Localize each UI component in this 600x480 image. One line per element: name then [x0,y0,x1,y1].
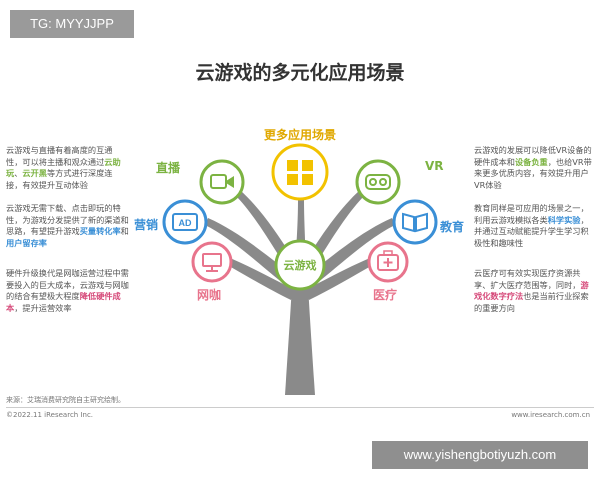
node-label-internet-cafe: 网咖 [197,288,222,302]
medical-kit-icon [377,250,399,271]
computer-icon [202,253,222,272]
center-label: 云游戏 [283,259,317,272]
left-icon-1-circle [199,159,245,205]
left-text-livestream: 云游戏与直播有着高度的互通性，可以将主播和观众通过云助玩、云开黑等方式进行深度连… [6,145,121,190]
book-icon [402,212,428,233]
branch-left-2 [205,218,296,290]
left-text-internet-cafe: 硬件升级换代是网咖运营过程中需要投入的巨大成本，云游戏与网咖的结合有望极大程度降… [6,268,129,313]
ad-icon: AD [172,213,198,231]
left-text-marketing: 云游戏无需下载、点击即玩的特性，为游戏分发提供了新的渠道和思路，有望提升游戏买量… [6,203,129,248]
top-icon-circle [271,143,329,201]
page-title: 云游戏的多元化应用场景 [195,62,405,84]
apps-grid-icon [287,160,313,185]
right-icon-1-circle [355,159,401,205]
node-label-marketing: 营销 [134,218,159,232]
svg-text:AD: AD [179,218,192,228]
branch-left-3 [222,256,295,300]
video-camera-icon [210,174,234,189]
right-text-vr: 云游戏的发展可以降低VR设备的硬件成本和设备负重，也给VR带来更多优质内容，有效… [474,145,592,190]
vr-headset-icon [365,174,391,190]
branch-right-2 [304,218,395,290]
footer-copyright: ©2022.11 iResearch Inc. [6,411,94,419]
watermark-bottom-right: www.yishengbotiyuzh.com [372,441,588,469]
node-label-vr: VR [425,159,444,173]
node-label-medical: 医疗 [373,288,398,302]
left-icon-3-circle [191,241,233,283]
right-text-medical: 云医疗可有效实现医疗资源共享、扩大医疗范围等，同时，游戏化数字疗法也是当前行业探… [474,268,589,313]
footer-divider [6,407,594,408]
center-circle [274,239,326,291]
right-text-education: 教育同样是可应用的场景之一，利用云游戏模拟各类科学实验，并通过互动赋能提升学生学… [474,203,589,248]
branch-right-3 [305,256,378,300]
watermark-top-left: TG: MYYJJPP [10,10,134,38]
node-label-education: 教育 [440,220,465,234]
left-icon-2-circle [162,199,208,245]
top-label: 更多应用场景 [263,128,336,142]
footer-website: www.iresearch.com.cn [511,411,590,419]
node-label-livestream: 直播 [156,161,181,175]
tree-trunk [285,285,315,395]
source-note: 来源：艾瑞消费研究院自主研究绘制。 [6,396,125,404]
